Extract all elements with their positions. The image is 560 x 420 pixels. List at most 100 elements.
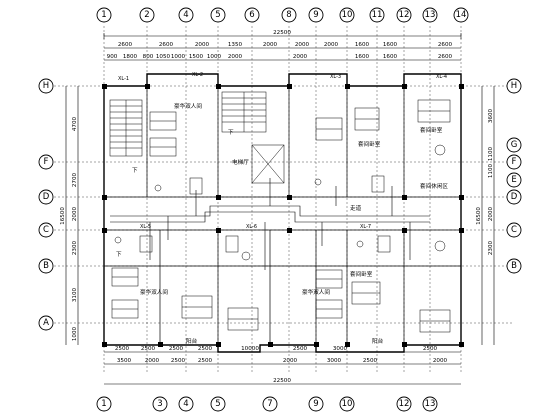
dim-label: 1000 [171, 54, 186, 60]
right-dimensions: 16500 3600 1100 1100 2000 2300 [476, 86, 495, 345]
section-tag: XL-6 [246, 224, 257, 230]
dim-label: 1000 [72, 326, 78, 341]
axis-bubble: C [506, 222, 522, 238]
axis-bubble: 5 [210, 396, 226, 412]
dim-label: 2000 [263, 42, 278, 48]
dim-label: 1350 [228, 42, 243, 48]
room-label: 套间卧室 [350, 270, 373, 278]
axis-bubble: 11 [369, 7, 385, 23]
room-label: 套间卧室 [358, 140, 381, 148]
dim-label: 800 [143, 54, 154, 60]
dim-label: 2000 [433, 358, 448, 364]
exterior-walls [103, 73, 462, 353]
svg-text:4: 4 [183, 399, 188, 409]
room-labels: 豪华双人间 套间卧室 套间卧室 套间休闲区 电梯厅 走道 豪华双人间 豪华双人间… [116, 102, 448, 345]
svg-text:F: F [512, 157, 517, 167]
dim-label: 2600 [438, 42, 453, 48]
dim-label: 2500 [171, 358, 186, 364]
bathroom-fixtures [114, 144, 446, 261]
axis-bubble: A [38, 315, 54, 331]
axis-bubble: H [38, 78, 54, 94]
dim-label: 1500 [189, 54, 204, 60]
axis-bubble: 9 [308, 396, 324, 412]
axis-bubble: 13 [422, 396, 438, 412]
top-dimensions: 22500 2600 2600 2000 1350 2000 2000 2000… [103, 30, 462, 61]
beds [111, 99, 451, 333]
axis-bubble: G [506, 137, 522, 153]
dim-label: 2500 [169, 346, 184, 352]
axis-bubble: 13 [422, 7, 438, 23]
dim-label: 2000 [195, 42, 210, 48]
axis-bubble: D [38, 189, 54, 205]
dim-label: 900 [107, 54, 118, 60]
dim-label: 2500 [363, 358, 378, 364]
svg-text:E: E [511, 175, 516, 185]
axis-bubble: 6 [244, 7, 260, 23]
dim-label: 1100 [488, 146, 494, 161]
axis-bubble: F [38, 154, 54, 170]
axis-bubble: 9 [308, 7, 324, 23]
svg-text:6: 6 [249, 10, 254, 20]
axis-bubble: 3 [152, 396, 168, 412]
axis-bubble: 4 [178, 7, 194, 23]
dim-label: 2500 [293, 346, 308, 352]
dim-label: 2500 [423, 346, 438, 352]
svg-text:4: 4 [183, 10, 188, 20]
dim-label: 2000 [145, 358, 160, 364]
room-label: 下 [228, 129, 234, 136]
axis-bubble: 1 [96, 396, 112, 412]
svg-text:13: 13 [425, 10, 436, 20]
room-label: 豪华双人间 [302, 288, 330, 296]
svg-text:D: D [511, 192, 518, 202]
stair-center [221, 91, 267, 133]
room-label: 豪华双人间 [174, 102, 202, 110]
dim-label: 2600 [159, 42, 174, 48]
dim-label: 2000 [324, 42, 339, 48]
section-tag: XL-1 [118, 76, 129, 82]
svg-text:A: A [43, 318, 49, 328]
dim-label: 2500 [141, 346, 156, 352]
svg-text:B: B [43, 261, 49, 271]
dim-label: 2500 [198, 346, 213, 352]
axis-bubble: E [506, 172, 522, 188]
svg-text:3: 3 [157, 399, 162, 409]
svg-text:H: H [43, 81, 49, 91]
dim-label: 2300 [72, 240, 78, 255]
svg-text:14: 14 [456, 10, 467, 20]
axis-bubble: 4 [178, 396, 194, 412]
dim-label: 2000 [228, 54, 243, 60]
axis-bubble: 10 [339, 396, 355, 412]
right-total-dim: 16500 [476, 207, 482, 225]
dim-label: 2600 [438, 54, 453, 60]
left-axis-bubbles: H F D C B A [38, 78, 54, 331]
dim-label: 3000 [327, 358, 342, 364]
svg-text:5: 5 [215, 399, 220, 409]
axis-bubble: 7 [262, 396, 278, 412]
section-tag: XL-3 [330, 74, 341, 80]
svg-text:13: 13 [425, 399, 436, 409]
dim-label: 3600 [488, 108, 494, 123]
svg-text:2: 2 [144, 10, 149, 20]
dim-label: 2700 [72, 172, 78, 187]
dim-label: 2000 [283, 358, 298, 364]
dim-label: 1600 [383, 54, 398, 60]
axis-bubble: B [506, 258, 522, 274]
svg-text:12: 12 [399, 10, 410, 20]
pipe-routing [110, 178, 430, 270]
svg-text:G: G [511, 140, 518, 150]
svg-text:10: 10 [342, 399, 353, 409]
axis-bubble: F [506, 154, 522, 170]
svg-text:C: C [511, 225, 517, 235]
svg-text:9: 9 [313, 399, 318, 409]
svg-text:1: 1 [101, 10, 106, 20]
dim-label: 1600 [355, 54, 370, 60]
stair-left [109, 99, 143, 157]
dim-label: 2000 [488, 206, 494, 221]
svg-text:8: 8 [286, 10, 291, 20]
axis-bubble: 12 [396, 396, 412, 412]
room-label: 阳台 [372, 337, 384, 345]
top-axis-bubbles: 1 2 4 5 6 8 9 10 11 12 13 14 [96, 7, 469, 23]
svg-text:11: 11 [372, 10, 383, 20]
axis-bubble: 12 [396, 7, 412, 23]
